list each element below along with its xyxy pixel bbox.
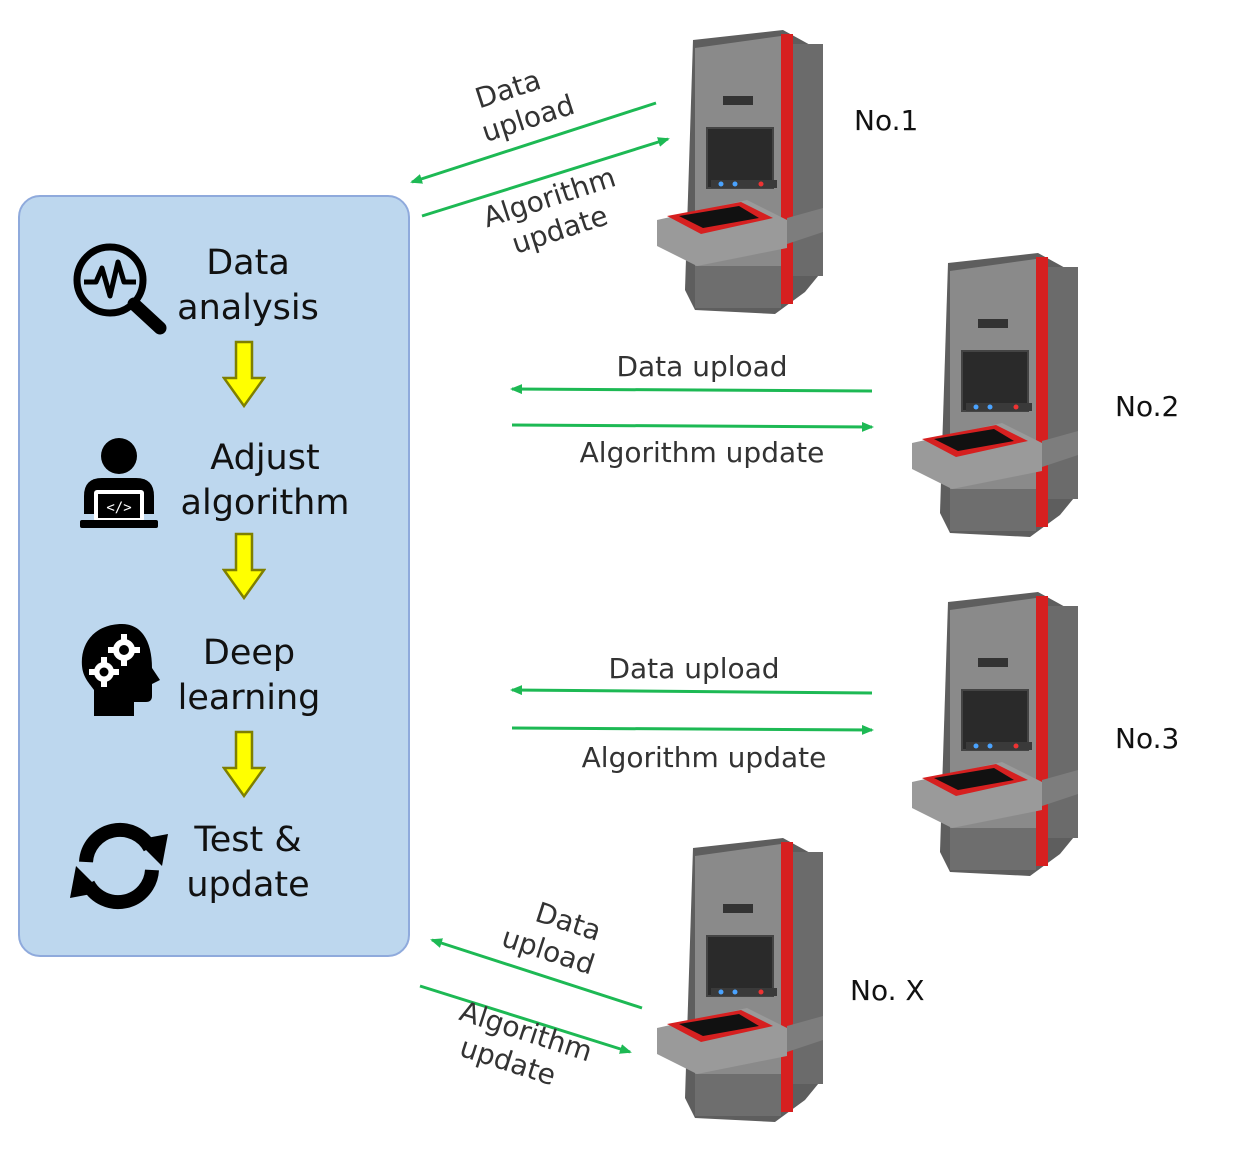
machine-label-2: No.2 (1115, 390, 1180, 423)
machine-no-2 (912, 253, 1078, 537)
flow-arrow-1 (222, 340, 266, 409)
flow-arrow-2 (222, 532, 266, 601)
step-label-deep-learning: Deep learning (149, 631, 349, 721)
machine-no-1 (657, 30, 823, 314)
machine-label-1: No.1 (854, 104, 919, 137)
magnifier-pulse-icon (73, 243, 167, 335)
step-4-line-1: Test & (194, 820, 302, 860)
machine-label-3: No.3 (1115, 722, 1180, 755)
link-1-upload-arrow (410, 101, 657, 184)
svg-text:</>: </> (106, 500, 131, 516)
step-2-line-1: Adjust (210, 438, 320, 478)
process-panel (18, 195, 410, 957)
machine-no-x (657, 838, 823, 1122)
step-4-line-2: update (186, 865, 310, 905)
link-2-update-label: Algorithm update (580, 436, 825, 469)
link-1-update-arrow (421, 137, 670, 218)
step-1-line-1: Data (206, 243, 290, 283)
sync-arrows-icon (70, 822, 168, 910)
step-1-line-2: analysis (177, 288, 319, 328)
link-3-upload-label: Data upload (608, 652, 779, 685)
step-3-line-2: learning (177, 678, 321, 718)
link-2-upload-label: Data upload (616, 350, 787, 383)
link-3-update-label: Algorithm update (582, 741, 827, 774)
link-2-update-arrow (511, 421, 874, 432)
link-3-upload-arrow (510, 685, 873, 696)
step-2-line-2: algorithm (180, 483, 350, 523)
flow-arrow-3 (222, 730, 266, 799)
link-4-upload-arrow (430, 938, 643, 1010)
link-2-upload-arrow (510, 384, 873, 395)
link-4-update-arrow (419, 984, 632, 1054)
developer-laptop-icon: </> (80, 438, 158, 528)
machine-label-x: No. X (850, 974, 925, 1007)
step-3-line-1: Deep (202, 633, 296, 673)
link-3-update-arrow (511, 724, 874, 735)
step-label-data-analysis: Data analysis (148, 241, 348, 331)
step-label-test-update: Test & update (148, 818, 348, 908)
machine-no-3 (912, 592, 1078, 876)
step-label-adjust-algorithm: Adjust algorithm (165, 436, 365, 526)
head-gears-icon (81, 624, 160, 716)
